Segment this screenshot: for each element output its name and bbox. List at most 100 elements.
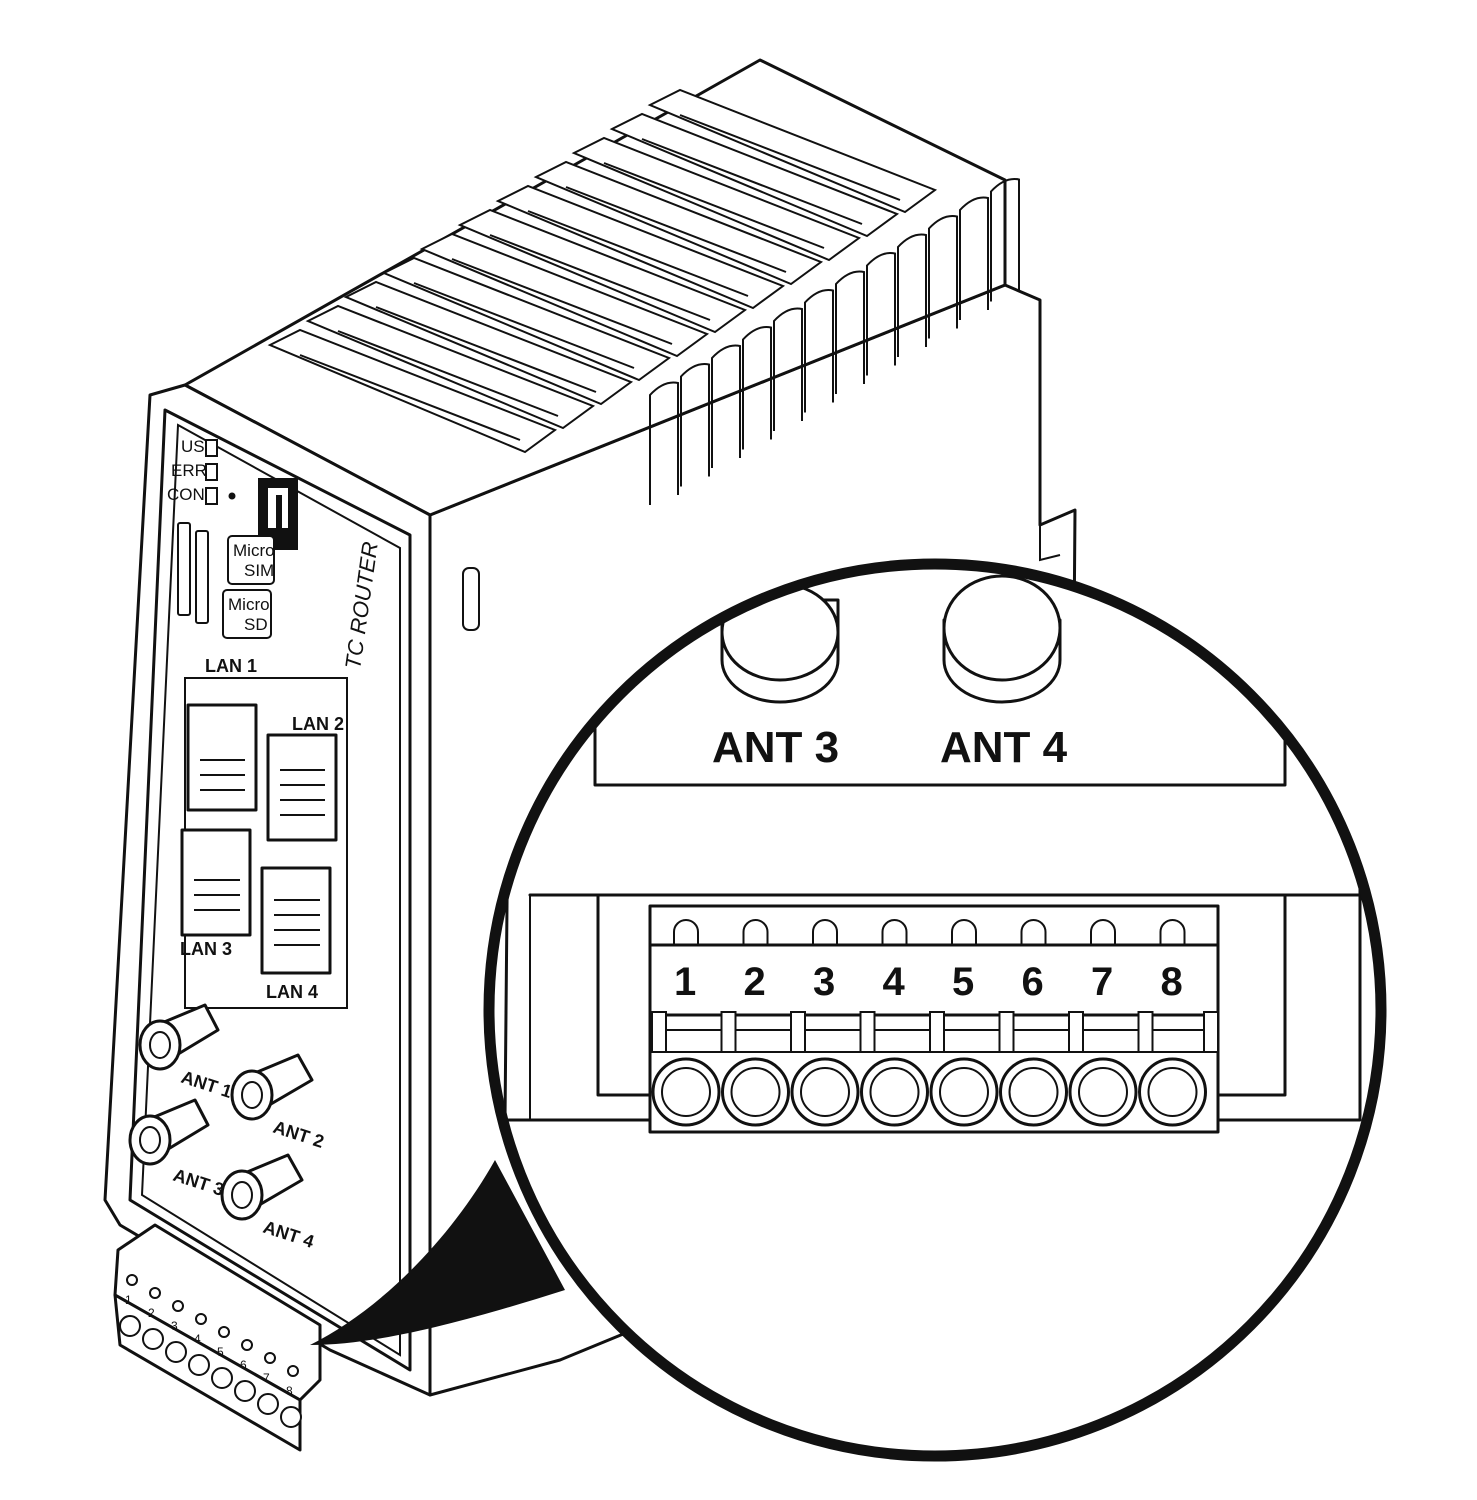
lan-label-2: LAN 2 bbox=[292, 714, 344, 734]
terminal-divider bbox=[1203, 1011, 1219, 1053]
terminal-screw-small[interactable] bbox=[234, 1380, 256, 1402]
terminal-number: 2 bbox=[744, 960, 766, 1004]
vent-slot bbox=[609, 112, 900, 238]
terminal-number-small: 4 bbox=[194, 1332, 201, 1346]
ant-label-4: ANT 4 bbox=[940, 723, 1068, 772]
callout-circle bbox=[483, 558, 1387, 1462]
vent-slot bbox=[647, 88, 938, 214]
terminal-screw-inner bbox=[869, 1067, 920, 1117]
terminal-screw-inner bbox=[730, 1067, 781, 1117]
callout-pointer bbox=[310, 1160, 565, 1345]
terminal-divider bbox=[859, 1011, 876, 1053]
terminal-release-small bbox=[287, 1365, 299, 1377]
vent-slot bbox=[495, 184, 786, 310]
terminal-divider bbox=[929, 1011, 945, 1053]
vent-slot-inner bbox=[337, 330, 559, 417]
terminal-number-small: 2 bbox=[148, 1306, 155, 1320]
top-vents bbox=[267, 88, 938, 454]
lan-label-1: LAN 1 bbox=[205, 656, 257, 676]
ant-connector-detail-4[interactable] bbox=[942, 574, 1062, 704]
led-label-us: US bbox=[181, 437, 205, 456]
slot-label-sim-2: SIM bbox=[244, 561, 274, 580]
terminal-number: 4 bbox=[883, 960, 906, 1004]
slot-label-sd-2: SD bbox=[244, 615, 268, 634]
terminal-release-small bbox=[149, 1287, 161, 1299]
cooling-fin bbox=[866, 252, 896, 376]
ant-label-3: ANT 3 bbox=[712, 723, 839, 772]
vent-slot-inner bbox=[451, 258, 673, 345]
terminal-release-small bbox=[126, 1274, 138, 1286]
cooling-fin bbox=[649, 381, 679, 505]
led-err bbox=[205, 463, 218, 481]
terminal-block-small: 1 2 3 4 5 6 7 8 bbox=[113, 1223, 322, 1452]
terminal-indicator bbox=[1020, 919, 1047, 945]
lan-label-3: LAN 3 bbox=[180, 939, 232, 959]
terminal-screw-small[interactable] bbox=[280, 1406, 302, 1428]
terminal-number-small: 1 bbox=[125, 1293, 132, 1307]
vent-slot bbox=[419, 232, 710, 358]
terminal-number-small: 3 bbox=[171, 1319, 178, 1333]
terminal-indicator bbox=[951, 919, 977, 945]
terminal-indicator bbox=[1159, 919, 1186, 945]
lan-label-4: LAN 4 bbox=[266, 982, 318, 1002]
vent-slot bbox=[571, 136, 862, 262]
terminal-screw-inner bbox=[661, 1067, 711, 1117]
terminal-screw-inner bbox=[800, 1067, 850, 1117]
cooling-fins bbox=[649, 178, 1020, 505]
vent-slot bbox=[343, 280, 634, 406]
led-label-err: ERR bbox=[171, 461, 207, 480]
vent-slot-inner bbox=[375, 306, 597, 393]
terminal-indicator bbox=[742, 919, 769, 945]
ant-connector-3[interactable] bbox=[128, 1098, 210, 1166]
terminal-indicator bbox=[881, 919, 908, 945]
terminal-release-small bbox=[172, 1300, 184, 1312]
vent-slot-inner bbox=[413, 282, 635, 369]
vent-slot bbox=[533, 160, 824, 286]
terminal-release-small bbox=[218, 1326, 230, 1338]
cooling-fin bbox=[835, 270, 865, 394]
micro-sim-slot[interactable] bbox=[177, 522, 191, 616]
lan-ports: LAN 1 LAN 2 LAN 3 LAN 4 bbox=[180, 656, 348, 1009]
vent-slot-inner bbox=[603, 162, 825, 249]
cooling-fin bbox=[959, 196, 989, 320]
ant-connector-4[interactable] bbox=[220, 1153, 304, 1221]
vent-slot bbox=[381, 256, 672, 382]
lan-port-4[interactable] bbox=[260, 866, 332, 975]
slot-label-sim-1: Micro bbox=[233, 541, 275, 560]
terminal-indicator bbox=[673, 919, 699, 945]
vent-slot bbox=[457, 208, 748, 334]
cooling-fin bbox=[897, 233, 927, 357]
reset-button-dot[interactable] bbox=[228, 492, 236, 500]
terminal-screw-small[interactable] bbox=[119, 1315, 141, 1337]
terminal-number: 1 bbox=[674, 960, 696, 1004]
vent-slot-inner bbox=[489, 234, 711, 321]
terminal-screw-small[interactable] bbox=[165, 1341, 187, 1363]
terminal-screw-small[interactable] bbox=[142, 1328, 164, 1350]
lan-port-2[interactable] bbox=[266, 733, 338, 842]
terminal-number-small: 8 bbox=[286, 1384, 293, 1398]
led-con bbox=[205, 487, 218, 505]
terminal-number-small: 5 bbox=[217, 1345, 224, 1359]
vent-slot-inner bbox=[299, 354, 521, 441]
terminal-number: 3 bbox=[813, 960, 835, 1004]
micro-sd-slot[interactable] bbox=[195, 530, 209, 624]
terminal-release-small bbox=[264, 1352, 276, 1364]
terminal-indicator bbox=[812, 919, 838, 945]
terminal-divider bbox=[651, 1011, 667, 1053]
terminal-indicator bbox=[1090, 919, 1116, 945]
ant-connector-1[interactable] bbox=[138, 1003, 220, 1071]
terminal-number-small: 7 bbox=[263, 1371, 270, 1385]
terminal-screw-inner bbox=[1008, 1067, 1059, 1117]
lan-port-1[interactable] bbox=[186, 703, 258, 812]
terminal-screw-small[interactable] bbox=[211, 1367, 233, 1389]
vent-slot-inner bbox=[565, 186, 787, 273]
cooling-fin bbox=[773, 307, 803, 431]
terminal-number-small: 6 bbox=[240, 1358, 247, 1372]
lan-port-3[interactable] bbox=[180, 828, 252, 937]
ant-connector-2[interactable] bbox=[230, 1053, 314, 1121]
terminal-screw-small[interactable] bbox=[188, 1354, 210, 1376]
terminal-divider bbox=[1137, 1011, 1154, 1053]
terminal-screw-small[interactable] bbox=[257, 1393, 279, 1415]
